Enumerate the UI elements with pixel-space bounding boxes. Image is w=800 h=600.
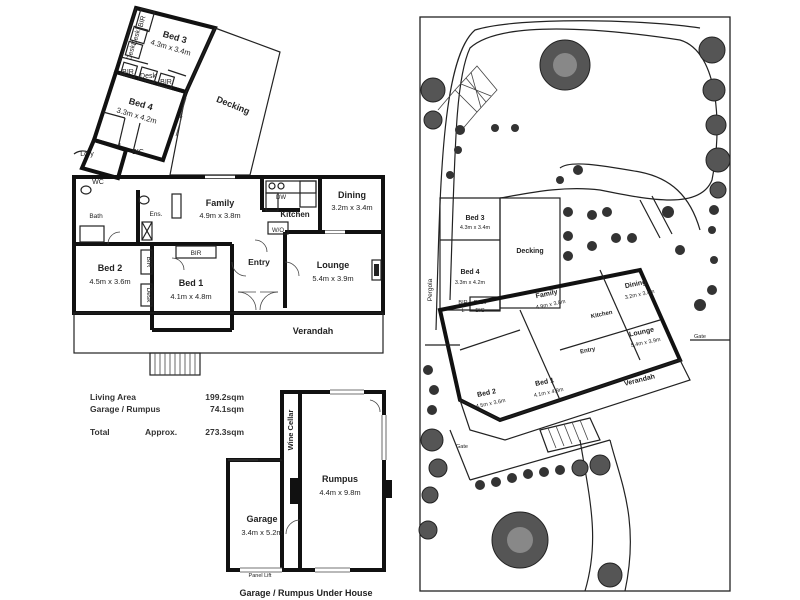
lower-plan-title: Garage / Rumpus Under House [239, 588, 372, 598]
bed4-bir-label-2: BIR [160, 79, 172, 86]
bed2-name: Bed 2 [98, 263, 123, 273]
area-living-label: Living Area [90, 392, 136, 402]
site-dining-name: Dining [624, 279, 647, 290]
verandah-name: Verandah [293, 326, 334, 336]
lounge-name: Lounge [317, 260, 350, 270]
area-total-approx: Approx. [145, 427, 177, 437]
site-bir-label: BIR [458, 300, 467, 306]
site-gate-label-1: Gate [456, 444, 468, 450]
site-bed1-name: Bed 1 [535, 377, 555, 388]
site-bed4-name: Bed 4 [460, 269, 479, 276]
rumpus-dimensions: 4.4m x 9.8m [319, 488, 360, 497]
bed4-bir-label: BIR [122, 69, 134, 76]
bed1-bir-label: BIR [191, 250, 202, 257]
bed1-name: Bed 1 [179, 278, 204, 288]
garage-name: Garage [246, 514, 277, 524]
bedroom-wing: BIR Desk Desk BIR Desk BIR L BIC Ldry WC [73, 5, 218, 186]
panel-lift-label: Panel Lift [249, 573, 272, 579]
wc-label: WC [92, 179, 104, 186]
bed3-bir-label: BIR [138, 15, 148, 28]
rumpus-name: Rumpus [322, 474, 358, 484]
site-bed2-dimensions: 4.5m x 3.6m [475, 398, 506, 410]
left-floor-plan: BIR Desk Desk BIR Desk BIR L BIC Ldry WC [72, 5, 385, 376]
garage-dimensions: 3.4m x 5.2m [241, 528, 282, 537]
site-bed3-name: Bed 3 [465, 215, 484, 222]
area-table: Living Area 199.2sqm Garage / Rumpus 74.… [90, 392, 244, 437]
area-total-value: 273.3sqm [205, 427, 244, 437]
site-house: BIR Desk BIC L [425, 197, 730, 481]
site-kitchen-name: Kitchen [590, 310, 613, 321]
site-bed3-dimensions: 4.3m x 3.4m [460, 225, 491, 231]
site-entry-name: Entry [580, 346, 597, 355]
bath-label: Bath [89, 213, 103, 220]
lounge-dimensions: 5.4m x 3.9m [312, 274, 353, 283]
dining-dimensions: 3.2m x 3.4m [331, 203, 372, 212]
family-name: Family [206, 198, 235, 208]
site-l-label: L [461, 308, 464, 314]
area-garage-label: Garage / Rumpus [90, 404, 161, 414]
site-bed1-dimensions: 4.1m x 4.8m [533, 387, 564, 399]
entry-name: Entry [248, 257, 270, 267]
bed4-desk-label: Desk [140, 73, 156, 80]
bed2-desk-label: Desk [145, 288, 152, 304]
wine-cellar-name: Wine Cellar [286, 410, 295, 451]
kitchen-name: Kitchen [280, 210, 309, 219]
ensuite-label: Ens. [149, 211, 162, 218]
site-family-dimensions: 4.9m x 3.8m [535, 299, 566, 311]
pergola [437, 65, 498, 133]
area-living-value: 199.2sqm [205, 392, 244, 402]
site-gate-label-2: Gate [694, 334, 706, 340]
verandah-outline [73, 312, 384, 354]
dishwasher-label: DW [276, 195, 286, 201]
area-total-label: Total [90, 427, 110, 437]
decking-name: Decking [215, 94, 251, 116]
area-garage-value: 74.1sqm [210, 404, 244, 414]
bed2-dimensions: 4.5m x 3.6m [89, 277, 130, 286]
family-dimensions: 4.9m x 3.8m [199, 211, 240, 220]
bed1-dimensions: 4.1m x 4.8m [170, 292, 211, 301]
bed2-bir-label: BIR [145, 257, 152, 268]
lower-floor-plan: Rumpus 4.4m x 9.8m Garage 3.4m x 5.2m Wi… [226, 389, 392, 598]
front-steps [149, 352, 201, 376]
site-bed4-dimensions: 3.3m x 4.2m [455, 280, 486, 286]
site-bic-label: BIC [475, 308, 484, 314]
site-lounge-dimensions: 5.4m x 3.9m [630, 337, 661, 349]
wall-oven-label: W/O [272, 228, 284, 234]
site-plan: BIR Desk BIC L Bed 3 4.3m x 3.4m Bed 4 3… [418, 16, 731, 592]
site-pergola-label: Pergola [427, 278, 434, 301]
bic-label: BIC [132, 149, 144, 156]
bed3-desk-label: Desk [131, 28, 142, 46]
bed3-desk-label-2: Desk [126, 43, 137, 61]
dining-name: Dining [338, 190, 366, 200]
site-boundary [419, 16, 731, 592]
site-bed2-name: Bed 2 [477, 388, 497, 399]
site-decking-name: Decking [516, 248, 543, 255]
site-family-name: Family [535, 289, 558, 300]
